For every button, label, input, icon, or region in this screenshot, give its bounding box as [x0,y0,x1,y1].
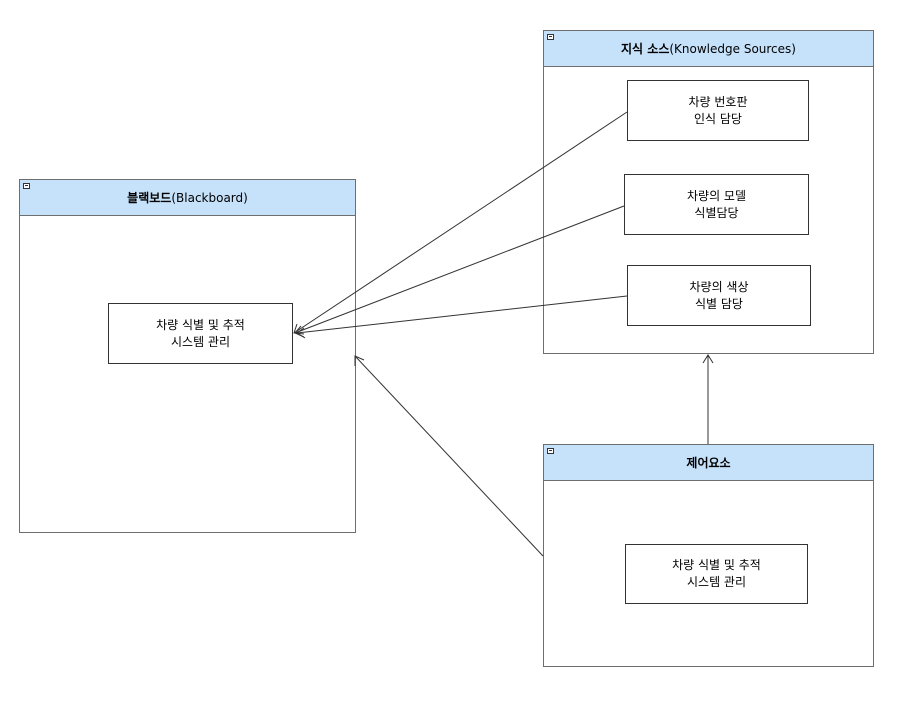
arrowhead-control-blackboard [354,355,365,366]
control-component[interactable]: 차량 식별 및 추적 시스템 관리 [625,544,808,604]
node-line-2: 식별 담당 [695,296,743,311]
knowledge-source-model[interactable]: 차량의 모델 식별담당 [624,174,809,235]
collapse-icon[interactable] [547,34,554,40]
knowledge-sources-title: 지식 소스 [621,42,670,56]
knowledge-source-color[interactable]: 차량의 색상 식별 담당 [627,265,811,326]
blackboard-title-suffix: (Blackboard) [171,190,248,205]
control-title: 제어요소 [686,456,731,470]
blackboard-title: 블랙보드 [127,191,172,205]
knowledge-source-license-plate[interactable]: 차량 번호판 인식 담당 [627,80,809,141]
node-line-2: 인식 담당 [694,111,742,126]
node-line-1: 차량 식별 및 추적 [672,558,761,572]
arrowhead-control-knowledge [702,354,714,364]
node-line-2: 시스템 관리 [686,575,746,589]
blackboard-package-header[interactable]: 블랙보드(Blackboard) [20,180,355,216]
knowledge-sources-package-header[interactable]: 지식 소스(Knowledge Sources) [544,31,873,67]
node-line-2: 시스템 관리 [170,334,230,349]
collapse-icon[interactable] [23,183,30,189]
node-line-1: 차량 번호판 [688,94,748,109]
node-line-2: 식별담당 [694,205,739,220]
knowledge-sources-title-suffix: (Knowledge Sources) [669,41,796,56]
node-line-1: 차량의 색상 [689,279,749,294]
edge-control-to-blackboard[interactable] [354,355,544,557]
control-package-header[interactable]: 제어요소 [544,445,873,481]
blackboard-component[interactable]: 차량 식별 및 추적 시스템 관리 [108,303,293,364]
node-line-1: 차량 식별 및 추적 [156,317,245,332]
node-line-1: 차량의 모델 [686,188,746,203]
collapse-icon[interactable] [547,448,554,454]
